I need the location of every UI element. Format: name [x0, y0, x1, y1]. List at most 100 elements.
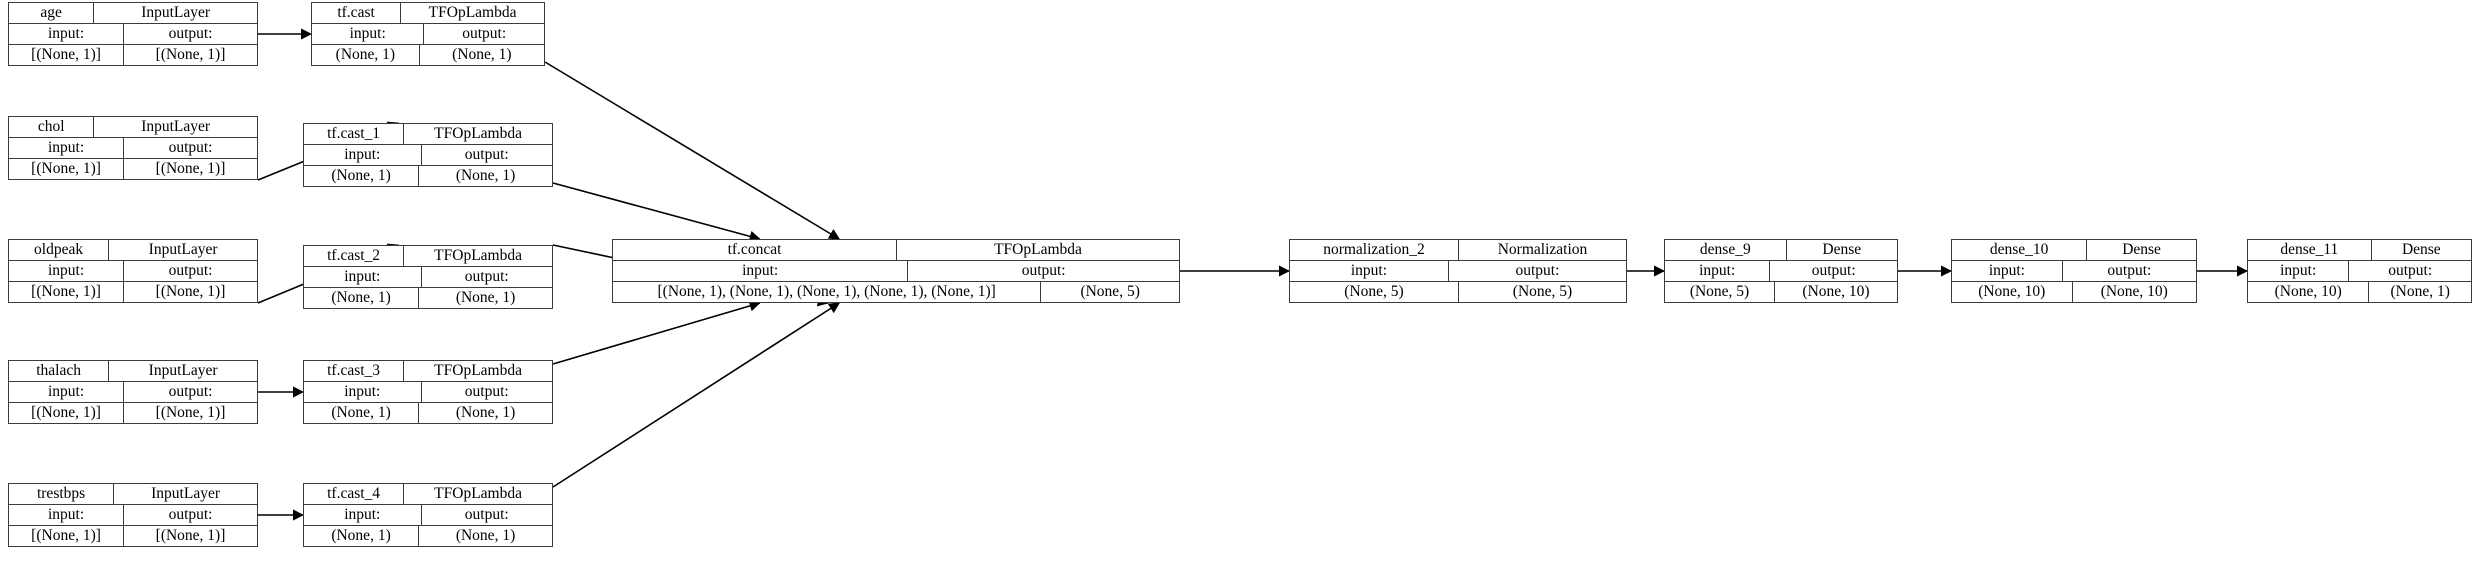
node-header-layer-class: TFOpLambda	[403, 124, 552, 144]
node-shape-row: [(None, 1)][(None, 1)]	[9, 525, 257, 546]
node-header-layer-class: Dense	[1785, 240, 1897, 260]
node-header-layer-name: thalach	[36, 362, 81, 380]
node-io-label-row: input:output:	[1290, 260, 1626, 281]
node-io-label-input-label: input:	[2280, 262, 2317, 280]
node-header-row: tf.cast_2 TFOpLambda	[304, 246, 552, 266]
node-io-label-input-label: input:	[47, 139, 85, 157]
node-shape-input-shape: (None, 10)	[2274, 283, 2342, 301]
node-shape-row: [(None, 1), (None, 1), (None, 1), (None,…	[613, 281, 1179, 302]
node-shape-input-shape: [(None, 1)]	[31, 283, 101, 301]
node-header-layer-class: InputLayer	[113, 484, 257, 504]
node-shape-output-shape: (None, 1)	[2368, 282, 2471, 302]
node-header-row: normalization_2 Normalization	[1290, 240, 1626, 260]
node-shape-output-shape: (None, 10)	[2071, 282, 2196, 302]
node-shape-row: (None, 1)(None, 1)	[304, 165, 552, 186]
node-shape-output-shape: (None, 10)	[1774, 282, 1897, 302]
node-io-label-input-label: input:	[1699, 262, 1736, 280]
node-shape-input-shape: (None, 1)	[331, 404, 391, 422]
node-io-label-row: input:output:	[312, 23, 544, 44]
node-io-label-row: input:output:	[9, 137, 257, 158]
node-header-layer-name: tf.cast_3	[327, 362, 381, 380]
node-io-label-output-label: output:	[2061, 261, 2196, 281]
node-header-layer-class: TFOpLambda	[896, 240, 1179, 260]
node-shape-row: [(None, 1)][(None, 1)]	[9, 402, 257, 423]
node-header-layer-class: TFOpLambda	[403, 246, 552, 266]
node-header-row: tf.concat TFOpLambda	[613, 240, 1179, 260]
node-shape-row: (None, 1)(None, 1)	[312, 44, 544, 65]
node-io-label-row: input:output:	[9, 504, 257, 525]
node-header-layer-name: trestbps	[36, 485, 86, 503]
node-io-label-row: input:output:	[1952, 260, 2196, 281]
node-shape-output-shape: (None, 5)	[1040, 282, 1179, 302]
node-shape-input-shape: [(None, 1), (None, 1), (None, 1), (None,…	[657, 283, 996, 301]
node-shape-output-shape: [(None, 1)]	[123, 159, 257, 179]
node-shape-input-shape: [(None, 1)]	[31, 527, 101, 545]
edge-tf_cast_3-to-tf_concat	[552, 300, 761, 365]
node-shape-row: (None, 5)(None, 5)	[1290, 281, 1626, 302]
node-header-row: trestbps InputLayer	[9, 484, 257, 504]
node-shape-row: (None, 5)(None, 10)	[1665, 281, 1897, 302]
node-shape-row: (None, 10) (None, 1)	[2248, 281, 2471, 302]
node-header-layer-name: normalization_2	[1323, 241, 1425, 259]
node-shape-input-shape: [(None, 1)]	[31, 404, 101, 422]
node-header-layer-name: tf.cast_4	[327, 485, 381, 503]
node-io-label-row: input:output:	[304, 144, 552, 165]
node-shape-output-shape: [(None, 1)]	[123, 45, 257, 65]
node-io-label-row: input: output:	[9, 260, 257, 281]
node-io-label-input-label: input:	[349, 25, 386, 43]
node-shape-row: (None, 10) (None, 10)	[1952, 281, 2196, 302]
edge-tf_cast_4-to-tf_concat	[552, 302, 841, 488]
node-header-layer-class: TFOpLambda	[403, 361, 552, 381]
node-shape-output-shape: [(None, 1)]	[123, 282, 257, 302]
node-header-layer-name: tf.cast_2	[327, 247, 381, 265]
node-header-layer-name: chol	[37, 118, 65, 136]
node-io-label-output-label: output:	[420, 505, 552, 525]
node-io-label-output-label: output:	[420, 267, 552, 287]
node-io-label-input-label: input:	[47, 262, 85, 280]
node-header-layer-class: InputLayer	[108, 361, 257, 381]
node-io-label-output-label: output:	[2348, 261, 2471, 281]
node-shape-input-shape: [(None, 1)]	[31, 46, 101, 64]
node-io-label-row: input: output:	[304, 504, 552, 525]
node-header-layer-name: tf.concat	[727, 241, 782, 259]
node-shape-output-shape: (None, 5)	[1458, 282, 1626, 302]
node-io-label-input-label: input:	[344, 146, 381, 164]
node-header-layer-class: InputLayer	[108, 240, 257, 260]
node-io-label-output-label: output:	[123, 261, 257, 281]
node-shape-input-shape: (None, 1)	[331, 289, 391, 307]
node-header-layer-class: Dense	[2086, 240, 2196, 260]
node-io-label-input-label: input:	[344, 506, 381, 524]
node-header-layer-name: age	[40, 4, 62, 22]
node-shape-input-shape: (None, 1)	[331, 527, 391, 545]
node-shape-output-shape: (None, 1)	[418, 403, 552, 423]
node-shape-output-shape: (None, 1)	[418, 45, 544, 65]
node-shape-input-shape: (None, 10)	[1978, 283, 2046, 301]
node-shape-row: (None, 1) (None, 1)	[304, 402, 552, 423]
node-io-label-row: input: output:	[2248, 260, 2471, 281]
node-io-label-output-label: output:	[123, 382, 257, 402]
node-io-label-output-label: output:	[1769, 261, 1897, 281]
node-header-layer-class: Normalization	[1458, 240, 1626, 260]
node-header-layer-class: TFOpLambda	[400, 3, 544, 23]
